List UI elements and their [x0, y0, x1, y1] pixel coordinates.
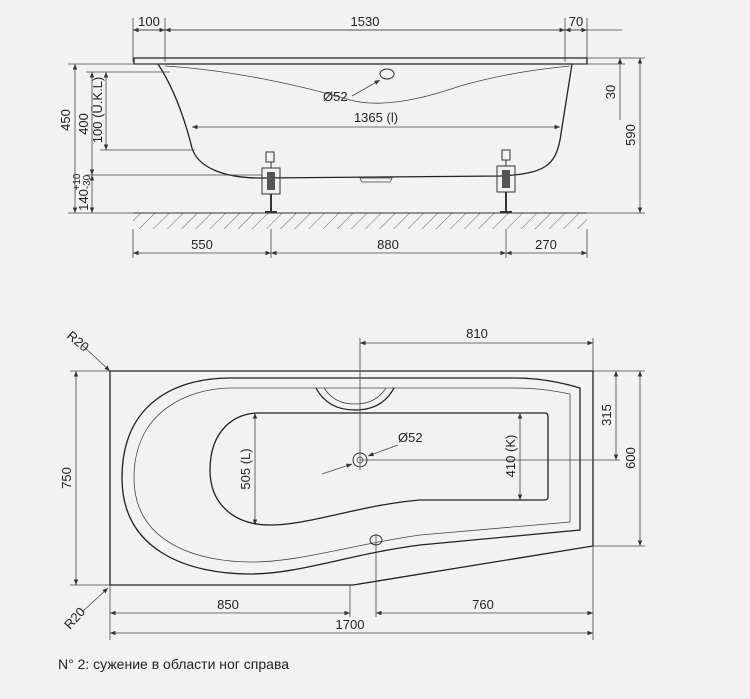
dim-top-middle: 1530: [351, 14, 380, 29]
dim-750: 750: [59, 467, 74, 489]
dim-right-30: 30: [603, 85, 618, 99]
dim-bottom-550: 550: [191, 237, 213, 252]
plan-outline: [109, 370, 594, 586]
plan-drain-label: Ø52: [398, 430, 423, 445]
dim-left-140: 140: [76, 189, 91, 211]
plan-overflow: [315, 387, 395, 411]
radius-bottom: R20: [61, 604, 88, 632]
dim-left-450: 450: [58, 109, 73, 131]
dim-left-tol-plus: +10: [72, 173, 83, 190]
foot-left: [261, 151, 281, 213]
plan-inner-floor: [209, 412, 549, 526]
dim-600: 600: [623, 447, 638, 469]
tub-rim: [133, 57, 588, 65]
plan-basin-outer: [121, 377, 581, 575]
dim-1700: 1700: [336, 617, 365, 632]
caption: N° 2: сужение в области ног справа: [58, 656, 290, 672]
floor-hatch: [133, 213, 587, 229]
dim-bottom-270: 270: [535, 237, 557, 252]
dim-810: 810: [466, 326, 488, 341]
dim-left-tol-minus: -30: [82, 174, 93, 189]
dim-850: 850: [217, 597, 239, 612]
side-drain-label: Ø52: [323, 89, 348, 104]
dim-505-l: 505 (L): [238, 448, 253, 489]
dim-left-100: 100 (Ü.K.L): [90, 77, 105, 143]
inner-length-label: 1365 (l): [354, 110, 398, 125]
dim-410-k: 410 (K): [503, 435, 518, 478]
dim-315: 315: [599, 404, 614, 426]
dim-right-590: 590: [623, 124, 638, 146]
dim-760: 760: [472, 597, 494, 612]
side-view: 100 1530 70 Ø52 1365 (l): [58, 14, 645, 258]
plan-view: Ø52 810 505 (L) 410 (K) 750 315 600: [59, 326, 645, 640]
plan-basin-rim: [133, 387, 571, 563]
drain-outlet: [359, 177, 393, 183]
foot-right: [496, 149, 516, 213]
overflow-hole: [379, 68, 395, 80]
dim-bottom-880: 880: [377, 237, 399, 252]
dim-top-right: 70: [569, 14, 583, 29]
dim-left-400: 400: [76, 113, 91, 135]
tub-inner-curve: [164, 65, 571, 104]
dim-top-left: 100: [138, 14, 160, 29]
tub-body: [157, 63, 573, 179]
